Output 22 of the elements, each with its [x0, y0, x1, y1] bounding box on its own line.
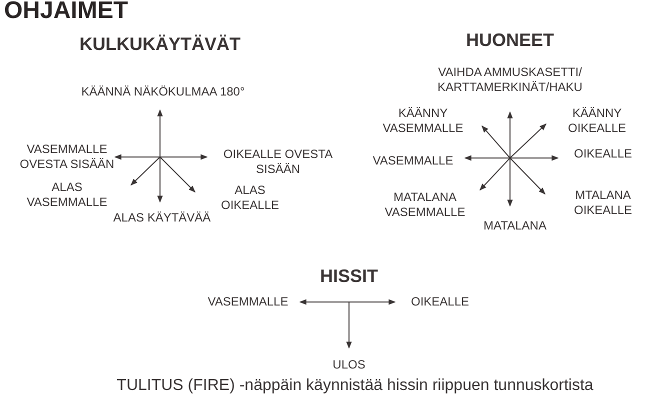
direction-label: OIKEALLE OVESTA SISÄÄN — [222, 147, 334, 177]
caption: TULITUS (FIRE) -näppäin käynnistää hissin riippuen tunnuskortista — [116, 377, 594, 395]
section-heading: HISSIT — [320, 265, 378, 287]
direction-label: KÄÄNNÄ NÄKÖKULMAA 180° — [81, 84, 245, 100]
direction-label: MTALANA OIKEALLE — [572, 188, 634, 218]
direction-label: ALAS KÄYTÄVÄÄ — [113, 210, 211, 226]
direction-label: VAIHDA AMMUSKASETTI/ KARTTAMERKINÄT/HAKU — [436, 65, 584, 95]
direction-label: KÄÄNNY OIKEALLE — [566, 106, 628, 136]
section-heading: HUONEET — [466, 29, 554, 51]
section-heading: KULKUKÄYTÄVÄT — [80, 33, 240, 55]
direction-label: ULOS — [332, 358, 366, 372]
direction-label: VASEMMALLE — [208, 294, 288, 310]
direction-label: ALAS VASEMMALLE — [26, 180, 108, 210]
direction-label: MATALANA VASEMMALLE — [384, 190, 466, 220]
direction-label: KÄÄNNY VASEMMALLE — [382, 106, 464, 136]
direction-label: MATALANA — [484, 218, 546, 234]
direction-label: ALAS OIKEALLE — [220, 183, 280, 213]
direction-label: VASEMMALLE — [372, 154, 454, 168]
direction-label: OIKEALLE — [574, 146, 632, 162]
page-title: OHJAIMET — [4, 0, 128, 24]
direction-label: VASEMMALLE OVESTA SISÄÄN — [18, 142, 116, 172]
direction-label: OIKEALLE — [410, 294, 470, 310]
